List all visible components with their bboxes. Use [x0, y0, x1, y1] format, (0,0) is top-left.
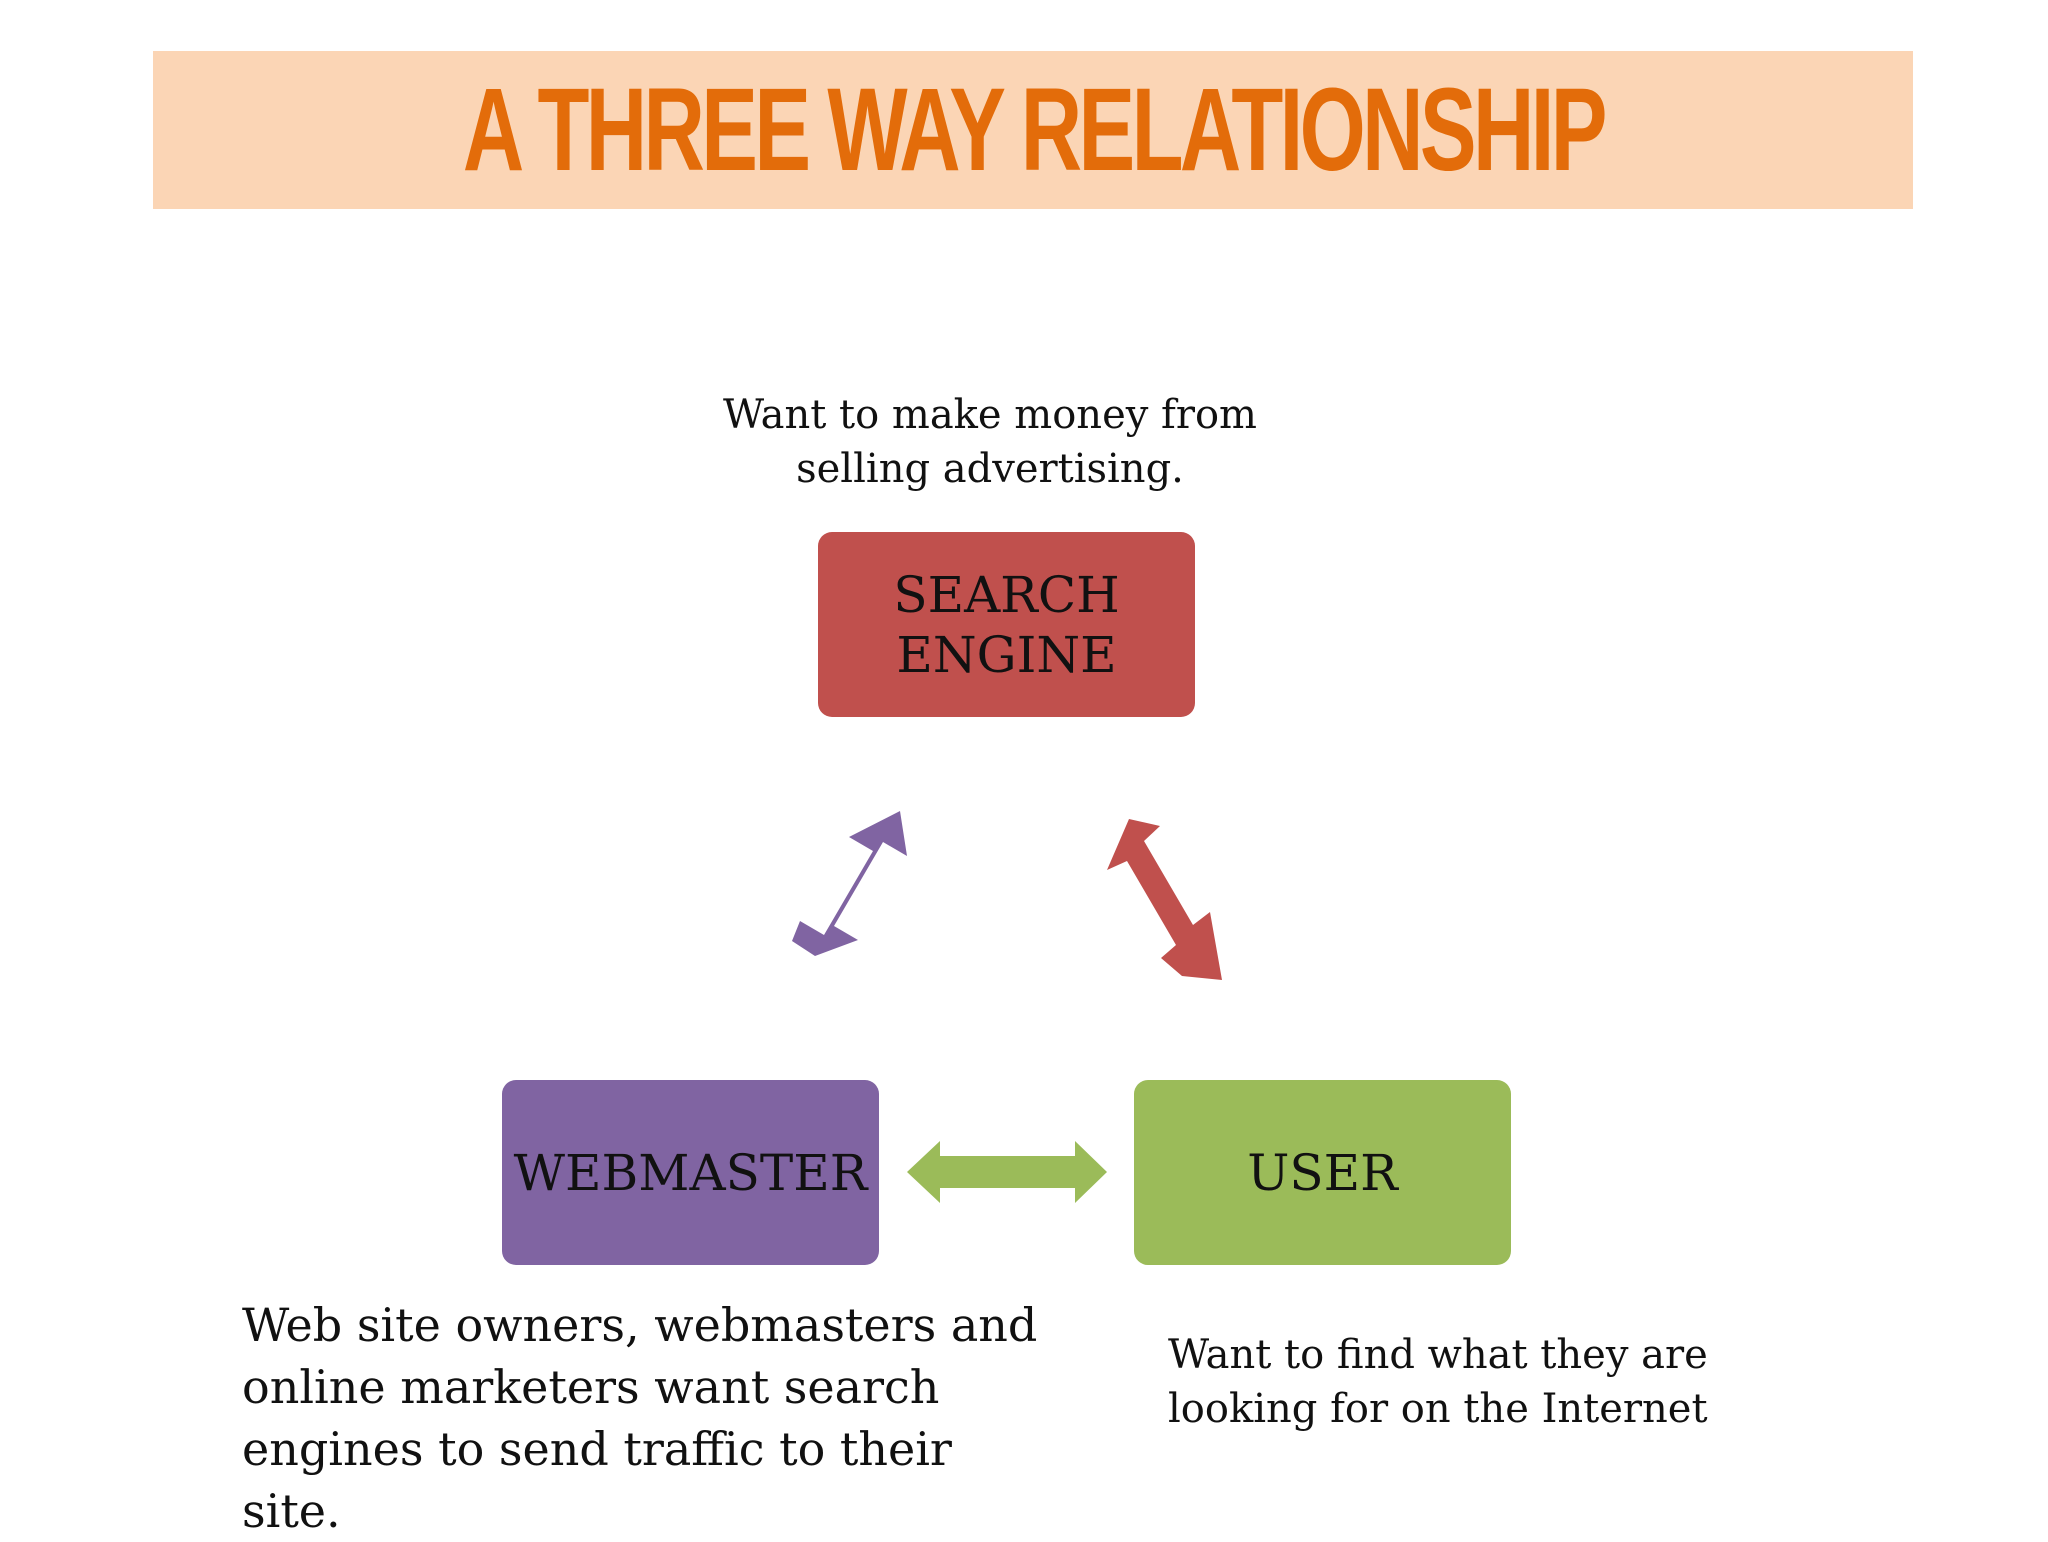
search-engine-note: Want to make money from selling advertis… — [722, 392, 1257, 492]
webmaster-note: Web site owners, webmasters and online m… — [242, 1298, 1038, 1538]
webmaster-box: WEBMASTER — [502, 1080, 879, 1265]
webmaster-label: WEBMASTER — [513, 1143, 868, 1202]
user-label: USER — [1247, 1143, 1398, 1202]
search-engine-label: SEARCH ENGINE — [893, 565, 1120, 684]
webmaster-search-arrow — [792, 811, 907, 956]
search-engine-box: SEARCH ENGINE — [818, 532, 1195, 717]
page-title: A THREE WAY RELATIONSHIP — [462, 64, 1608, 196]
title-banner: A THREE WAY RELATIONSHIP — [153, 51, 1913, 209]
webmaster-user-arrow — [907, 1141, 1107, 1203]
user-note: Want to find what they are looking for o… — [1168, 1332, 1708, 1432]
search-user-arrow — [1107, 819, 1222, 980]
user-box: USER — [1134, 1080, 1511, 1265]
